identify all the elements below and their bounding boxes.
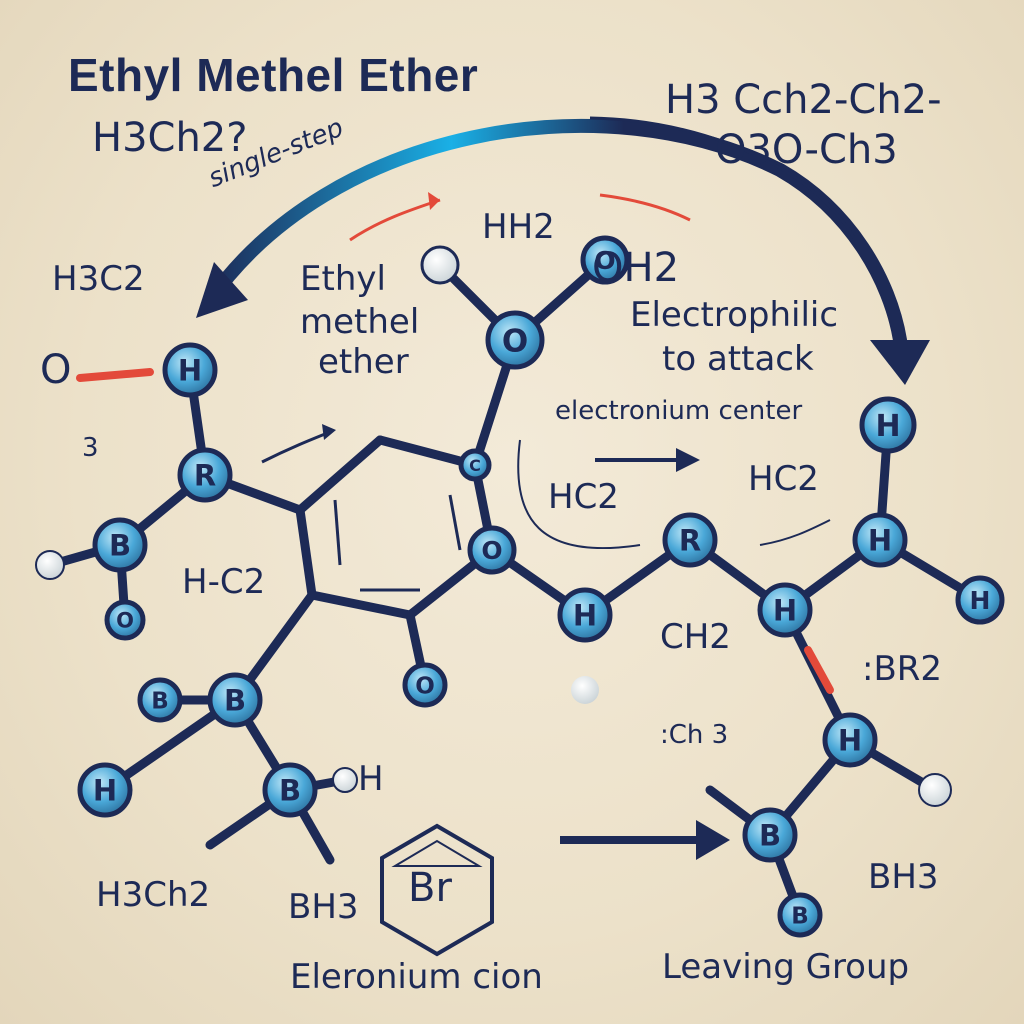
label-electrophilic-1: Electrophilic: [630, 295, 839, 335]
label-ethyl-3: ether: [318, 342, 409, 382]
label-electrophilic-2: to attack: [662, 339, 814, 379]
atom-letter: R: [194, 459, 216, 493]
atom-b: B: [92, 517, 148, 573]
atom-letter: O: [481, 536, 502, 565]
atom-letter: O: [116, 609, 134, 633]
atom-b: B: [777, 892, 823, 938]
arc-arrowhead-left: [196, 262, 248, 318]
label-br2: :BR2: [862, 649, 943, 689]
arc-arrowhead-right: [870, 340, 930, 385]
atom-letter: O: [594, 246, 615, 275]
label-ch2-mid: CH2: [660, 617, 731, 657]
atom-h: H: [757, 582, 813, 638]
label-br-box: Br: [408, 865, 452, 911]
label-bh3-right: BH3: [868, 857, 939, 897]
curve-mid: [517, 439, 641, 550]
label-h3ch2-bottom: H3Ch2: [96, 875, 211, 915]
atom-letter: O: [502, 323, 528, 359]
label-hh2: HH2: [482, 207, 555, 247]
atom-c: C: [458, 448, 492, 482]
red-arrowhead: [428, 192, 440, 210]
arrowhead-electronium: [676, 448, 700, 472]
atom-o: O: [485, 310, 545, 370]
atom-h: H: [77, 762, 133, 818]
atom-h: H: [852, 512, 908, 568]
atom-letter: C: [469, 456, 481, 475]
atom-r: R: [177, 447, 233, 503]
label-leaving-group: Leaving Group: [662, 947, 910, 987]
atom-h: H: [557, 587, 613, 643]
label-electronium-ion: Eleronium cion: [290, 957, 543, 997]
atom-o: O: [402, 662, 448, 708]
atom-h: H: [822, 712, 878, 768]
label-h-right: H: [358, 759, 384, 799]
atom-letter: H: [875, 409, 900, 444]
atom-b: B: [262, 762, 318, 818]
atom-h: H: [859, 396, 917, 454]
atoms: H R B O B B H B O O H O H R H H H H B B O C: [77, 235, 1005, 938]
label-hc2-mid: HC2: [548, 477, 619, 517]
atom-letter: O: [415, 673, 435, 699]
ring-inner: [333, 494, 462, 592]
atom-b: B: [207, 672, 263, 728]
atom-b: B: [137, 677, 183, 723]
atom-o: O: [580, 235, 630, 285]
label-hc2-right: HC2: [748, 459, 819, 499]
atom-letter: B: [759, 819, 781, 853]
atom-letter: B: [279, 774, 301, 808]
atom-letter: R: [679, 524, 701, 558]
atom-letter: B: [151, 688, 169, 714]
atom-h: H: [955, 575, 1005, 625]
label-top-right-formula-2: O3O-Ch3: [715, 127, 898, 173]
label-three-left: 3: [82, 433, 99, 463]
ghost-atoms: [35, 245, 952, 807]
atom-letter: H: [773, 594, 797, 628]
atom-letter: B: [791, 903, 809, 929]
atom-letter: H: [178, 354, 202, 388]
atom-letter: H: [838, 724, 862, 758]
br-hexagon: [380, 823, 494, 957]
atom-letter: H: [970, 586, 991, 615]
atom-h: H: [162, 342, 218, 398]
red-curve-top: [349, 198, 441, 242]
label-top-right-formula-1: H3 Cch2-Ch2-: [665, 77, 942, 123]
label-h3c2-left: H3C2: [52, 259, 145, 299]
label-top-left-formula: H3Ch2?: [92, 115, 248, 161]
page-title: Ethyl Methel Ether: [68, 49, 479, 101]
label-bh3-bottom: BH3: [288, 887, 359, 927]
atom-letter: H: [868, 524, 892, 558]
red-bond-left: [76, 368, 154, 382]
atom-b: B: [742, 807, 798, 863]
atom-letter: H: [93, 774, 117, 808]
label-o-left: O: [40, 347, 72, 393]
red-bond-right: [804, 646, 834, 694]
curve-right: [759, 519, 831, 546]
atom-o: O: [104, 599, 146, 641]
atom-r: R: [662, 512, 718, 568]
label-hc2-left: H-C2: [182, 562, 266, 602]
arrowhead-leaving: [696, 820, 730, 860]
atom-letter: B: [109, 529, 131, 563]
label-ethyl-1: Ethyl: [300, 259, 386, 299]
arc-thin-line: [589, 116, 862, 251]
atom-letter: B: [224, 684, 246, 718]
arrow-small-left: [261, 430, 331, 464]
atom-letter: H: [573, 599, 597, 633]
label-ethyl-2: methel: [300, 302, 420, 342]
reaction-arc-arrow: [203, 118, 907, 347]
arrowhead-small-left: [322, 424, 336, 440]
label-electronium-center: electronium center: [555, 396, 803, 426]
red-curve-right: [599, 193, 691, 222]
label-oh2: OH2: [592, 245, 680, 291]
label-ch3: :Ch 3: [660, 720, 729, 750]
br-hexagon-inner: [391, 839, 483, 867]
atom-o: O: [467, 525, 517, 575]
